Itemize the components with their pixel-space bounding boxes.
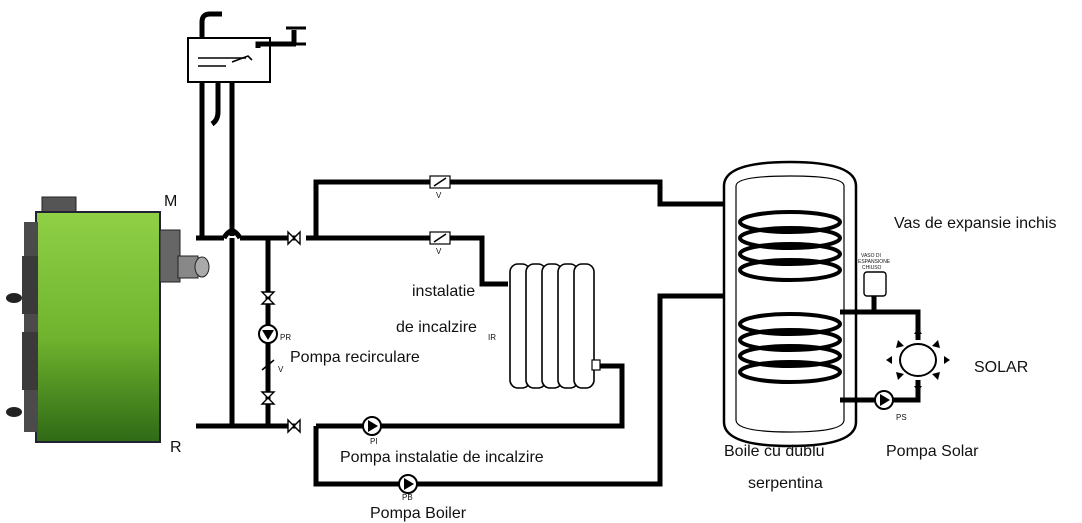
vessel-tag-2: ESPANSIONE bbox=[858, 259, 891, 265]
boiler-label-1: Boile cu dublu bbox=[724, 443, 825, 460]
vessel-tag-3: CHIUSO bbox=[862, 265, 882, 271]
solar-panel-icon bbox=[886, 328, 950, 392]
check-valve-top: V bbox=[429, 175, 451, 200]
installation-label-1: instalatie bbox=[412, 283, 475, 300]
pump-recirc-code: PR bbox=[280, 333, 291, 342]
return-label: R bbox=[170, 439, 182, 456]
pump-heating: PI bbox=[362, 416, 382, 446]
installation-label-2: de incalzire bbox=[396, 319, 477, 336]
flow-label: M bbox=[164, 193, 177, 210]
check-valve-recirc-label: V bbox=[278, 365, 284, 374]
pump-recirc: PR bbox=[258, 324, 291, 344]
check-valve-mid-label: V bbox=[436, 247, 442, 256]
solid-fuel-boiler bbox=[6, 196, 210, 443]
pump-solar-code: PS bbox=[896, 413, 907, 422]
check-valve-top-label: V bbox=[436, 191, 442, 200]
pump-heating-code: PI bbox=[370, 437, 378, 446]
pump-boiler-code: PB bbox=[402, 493, 413, 502]
valve-return bbox=[287, 418, 301, 434]
check-valve-mid: V bbox=[429, 231, 451, 256]
solar-label: SOLAR bbox=[974, 359, 1028, 376]
closed-expansion-vessel: VASO DI ESPANSIONE CHIUSO bbox=[858, 253, 891, 297]
pump-recirc-label: Pompa recirculare bbox=[290, 349, 420, 366]
pump-solar: PS bbox=[874, 390, 907, 422]
boiler-label-2: serpentina bbox=[748, 475, 823, 492]
radiator-code: IR bbox=[488, 333, 496, 342]
pump-boiler-label: Pompa Boiler bbox=[370, 505, 467, 522]
pump-boiler: PB bbox=[398, 474, 418, 502]
valve-flow bbox=[287, 230, 301, 246]
valve-recirc-top bbox=[260, 291, 276, 305]
pump-solar-label: Pompa Solar bbox=[886, 443, 979, 460]
pump-heating-label: Pompa instalatie de incalzire bbox=[340, 449, 544, 466]
dual-coil-boiler-tank bbox=[722, 160, 858, 448]
expansion-vessel-label: Vas de expansie inchis bbox=[894, 215, 1056, 232]
vessel-tag-1: VASO DI bbox=[861, 253, 881, 259]
valve-recirc-bottom bbox=[260, 391, 276, 405]
open-expansion-tank bbox=[187, 11, 306, 236]
check-valve-recirc: V bbox=[261, 359, 284, 374]
radiator bbox=[509, 263, 601, 389]
